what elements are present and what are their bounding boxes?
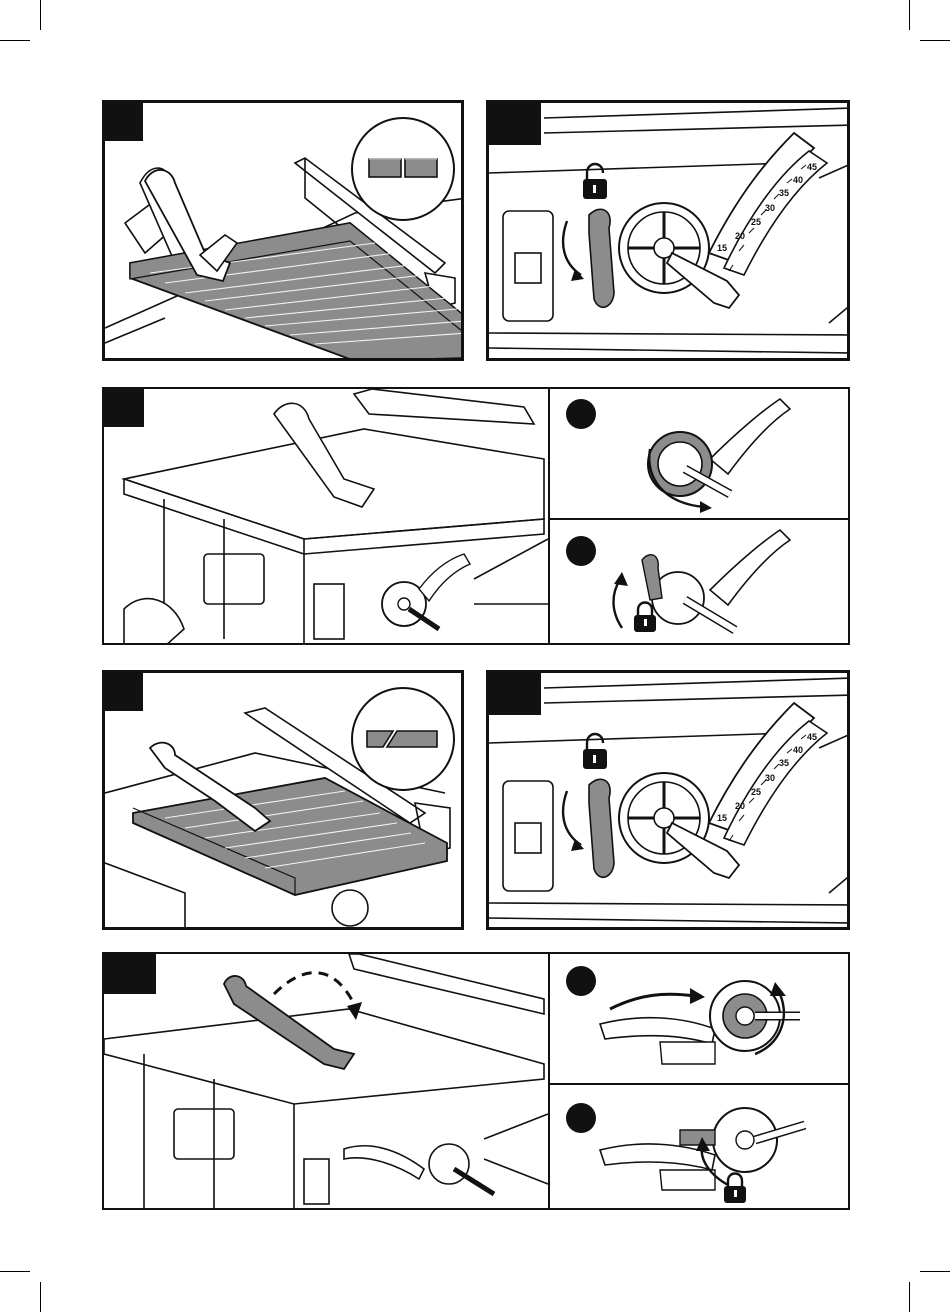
crop-mark — [0, 40, 30, 41]
figure-panel-bevel-cut — [102, 670, 464, 930]
tilt-direction-arrow-icon — [274, 973, 354, 1004]
table-saw-tilt-illustration — [104, 954, 550, 1210]
bevel-scale-label: 30 — [765, 773, 775, 783]
bevel-angled-icon — [351, 687, 455, 791]
figure-panel-bevel-adjust-square — [102, 387, 850, 645]
crop-mark — [909, 1282, 910, 1312]
workpiece-board — [133, 778, 447, 895]
bevel-scale: 15 20 25 30 35 40 45 — [709, 133, 827, 275]
bevel-scale-label: 30 — [765, 203, 775, 213]
bevel-scale-label: 45 — [807, 162, 817, 172]
lock-padlock-icon — [634, 603, 656, 633]
figure-panel-unlock-bevel-1: 15 20 25 30 35 40 45 — [486, 100, 850, 361]
bevel-scale-label: 35 — [779, 758, 789, 768]
bevel-scale-label: 40 — [793, 745, 803, 755]
direction-arrow-icon — [610, 994, 695, 1009]
lock-padlock-icon — [724, 1174, 746, 1204]
inset-detail-lock — [548, 1083, 850, 1210]
crop-mark — [0, 1271, 30, 1272]
bevel-scale-label: 20 — [735, 231, 745, 241]
bevel-scale-label: 35 — [779, 188, 789, 198]
bevel-lock-lever — [680, 1130, 715, 1145]
bevel-lock-lever — [589, 779, 614, 877]
inset-detail-rotate — [548, 954, 850, 1083]
bevel-lock-lever — [589, 209, 614, 307]
bevel-scale-label: 40 — [793, 175, 803, 185]
bevel-scale-label: 25 — [751, 787, 761, 797]
bevel-scale-label: 15 — [717, 813, 727, 823]
rotation-arrow-icon — [614, 580, 623, 628]
bevel-scale-label: 20 — [735, 801, 745, 811]
table-saw-overview-illustration — [104, 389, 550, 645]
inset-detail-lock — [548, 518, 850, 645]
figure-panel-bevel-adjust-tilt — [102, 952, 850, 1210]
bevel-scale-label: 15 — [717, 243, 727, 253]
rotation-arrow-icon — [563, 221, 581, 275]
bevel-square-icon — [351, 117, 455, 221]
bevel-scale-label: 25 — [751, 217, 761, 227]
bevel-scale-label: 45 — [807, 732, 817, 742]
crop-mark — [909, 0, 910, 30]
figure-panel-unlock-bevel-2: 15 20 25 30 35 40 45 — [486, 670, 850, 930]
crop-mark — [40, 1282, 41, 1312]
crop-mark — [920, 1271, 950, 1272]
figure-panel-square-cut — [102, 100, 464, 361]
bevel-lock-lever — [642, 555, 662, 600]
crop-mark — [920, 40, 950, 41]
bevel-wheel-illustration: 15 20 25 30 35 40 45 — [489, 673, 850, 930]
bevel-wheel-illustration: 15 20 25 30 35 40 45 — [489, 103, 850, 361]
crop-mark — [40, 0, 41, 30]
rotation-arrow-icon — [563, 791, 581, 845]
mini-bevel-wheel — [382, 554, 470, 629]
bevel-scale: 15 20 25 30 35 40 45 — [709, 703, 827, 845]
inset-detail-rotate — [548, 389, 850, 518]
